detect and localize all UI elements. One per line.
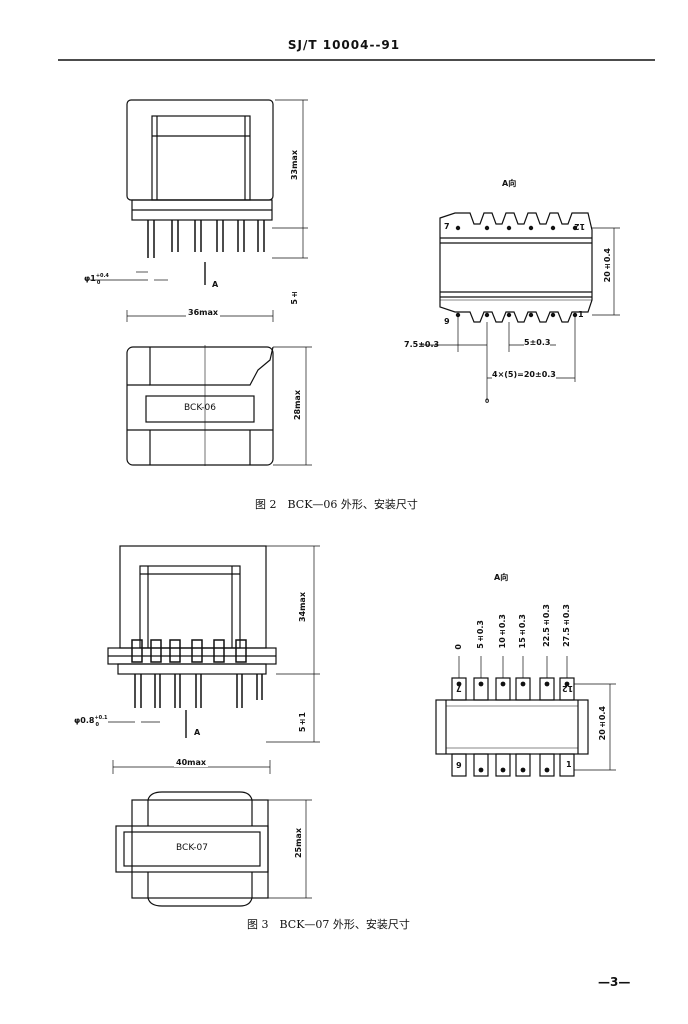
fig3-offset-22-5: 22.5±0.3 xyxy=(542,604,551,647)
fig2-height-max: 33max xyxy=(290,150,299,181)
fig2-aview-title: A向 xyxy=(502,179,517,188)
fig3-aview-title: A向 xyxy=(494,573,509,582)
fig2-pin-7: 7 xyxy=(444,222,450,231)
fig3-row-spacing: 20±0.4 xyxy=(598,706,607,741)
fig2-width-max: 36max xyxy=(186,308,221,317)
fig2-row-spacing: 20±0.4 xyxy=(603,248,612,283)
fig3-offset-5: 5±0.3 xyxy=(476,620,485,649)
fig2-pin-diameter: φ1+0.40 xyxy=(84,273,109,286)
fig2-left-offset: 7.5±0.3 xyxy=(404,340,440,349)
fig3-offset-0: 0 xyxy=(454,644,463,650)
fig3-width-max: 40max xyxy=(174,758,209,767)
fig3-offset-10: 10±0.3 xyxy=(498,614,507,649)
fig2-view-arrow: A xyxy=(212,280,219,289)
fig2-pin-12: 12 xyxy=(574,222,586,231)
fig2-depth-max: 28max xyxy=(293,390,302,421)
fig3-a-view xyxy=(435,656,616,777)
fig2-pin-length: 5± xyxy=(290,290,299,305)
fig3-pin-6: 6 xyxy=(456,760,462,769)
fig2-total-span: 4×(5)=20±0.3 xyxy=(492,370,556,379)
fig3-offset-15: 15±0.3 xyxy=(518,614,527,649)
fig3-view-arrow: A xyxy=(194,728,201,737)
fig3-pin-length: 5±1 xyxy=(298,712,307,733)
page-number: —3— xyxy=(598,975,631,989)
fig3-height-max: 34max xyxy=(298,592,307,623)
fig2-zero: 0 xyxy=(485,398,490,405)
fig3-pin-1: 1 xyxy=(566,760,572,769)
fig2-top-view xyxy=(126,345,312,466)
fig2-pitch: 5±0.3 xyxy=(524,338,551,347)
fig3-pin-12: 12 xyxy=(562,684,574,693)
fig2-a-view xyxy=(420,212,620,400)
fig3-top-view xyxy=(115,791,312,907)
fig3-depth-max: 25max xyxy=(294,828,303,859)
fig3-pin-7: 7 xyxy=(456,684,462,693)
fig2-product-label: BCK-06 xyxy=(184,403,216,413)
standard-number: SJ/T 10004--91 xyxy=(287,38,401,52)
fig2-caption: 图 2 BCK—06 外形、安装尺寸 xyxy=(255,498,418,511)
fig3-front-view xyxy=(107,545,320,743)
fig2-pin-1: 1 xyxy=(578,310,584,319)
fig3-width-dimension xyxy=(112,760,271,774)
fig3-product-label: BCK-07 xyxy=(176,843,208,853)
fig3-pin-diameter: φ0.8+0.10 xyxy=(74,715,108,728)
fig2-front-view xyxy=(90,99,308,285)
fig3-caption: 图 3 BCK—07 外形、安装尺寸 xyxy=(247,918,410,931)
fig3-offset-27-5: 27.5±0.3 xyxy=(562,604,571,647)
fig2-pin-6: 6 xyxy=(444,316,450,325)
